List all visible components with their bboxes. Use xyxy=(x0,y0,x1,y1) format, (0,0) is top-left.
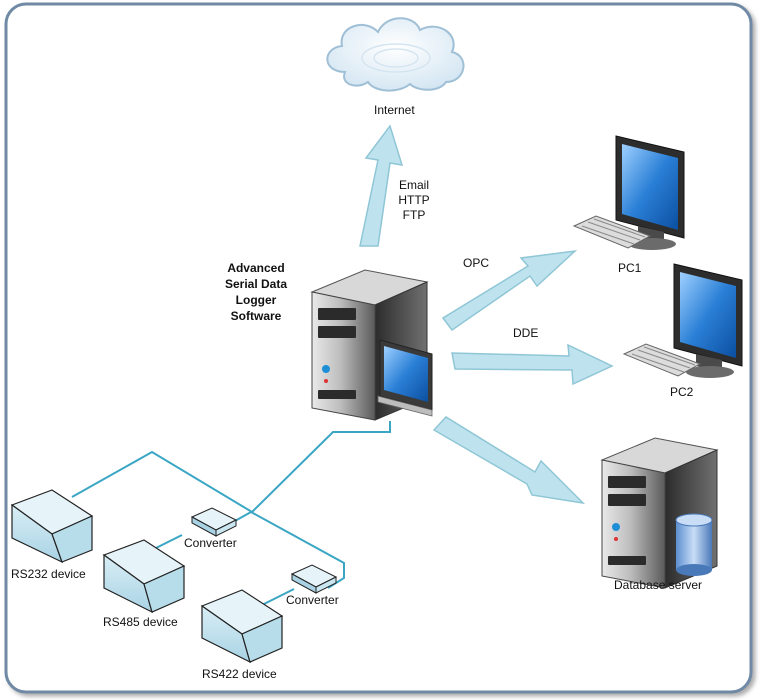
software-title: Advanced Serial Data Logger Software xyxy=(196,260,316,324)
logger-server-icon xyxy=(310,269,433,421)
arrow-dde-to-pc2 xyxy=(451,343,614,386)
internet-cloud-icon xyxy=(326,17,465,92)
rs232-device-label: RS232 device xyxy=(11,567,86,581)
dde-label: DDE xyxy=(513,326,539,340)
protocol-item: HTTP xyxy=(398,193,430,207)
opc-label: OPC xyxy=(463,256,490,270)
software-title-line: Software xyxy=(230,309,282,323)
rs422-device-label: RS422 device xyxy=(202,667,277,681)
pc1-label: PC1 xyxy=(618,261,642,275)
internet-label: Internet xyxy=(374,103,415,117)
pc2-label: PC2 xyxy=(670,385,694,399)
database-server-icon xyxy=(600,437,719,589)
rs485-device-icon xyxy=(102,539,186,614)
database-server-label: Database server xyxy=(614,578,703,592)
arrow-to-internet xyxy=(359,124,404,247)
pc2-computer-icon xyxy=(622,263,743,378)
software-title-line: Advanced xyxy=(227,261,285,275)
arrow-opc-to-pc1 xyxy=(441,249,578,332)
rs232-device-icon xyxy=(10,489,94,564)
rs422-device-icon xyxy=(200,589,284,664)
converter2-icon xyxy=(290,564,338,594)
converter1-icon xyxy=(190,507,238,537)
arrow-to-database xyxy=(432,416,586,505)
protocol-list: Email HTTP FTP xyxy=(394,178,434,223)
converter2-label: Converter xyxy=(286,593,339,607)
rs485-device-label: RS485 device xyxy=(103,615,178,629)
software-title-line: Serial Data xyxy=(224,277,288,291)
converter1-label: Converter xyxy=(184,536,237,550)
protocol-item: FTP xyxy=(402,208,426,222)
pc1-computer-icon xyxy=(572,135,685,250)
software-title-line: Logger xyxy=(235,293,277,307)
protocol-item: Email xyxy=(398,178,429,192)
serial-network-wires xyxy=(71,421,391,607)
